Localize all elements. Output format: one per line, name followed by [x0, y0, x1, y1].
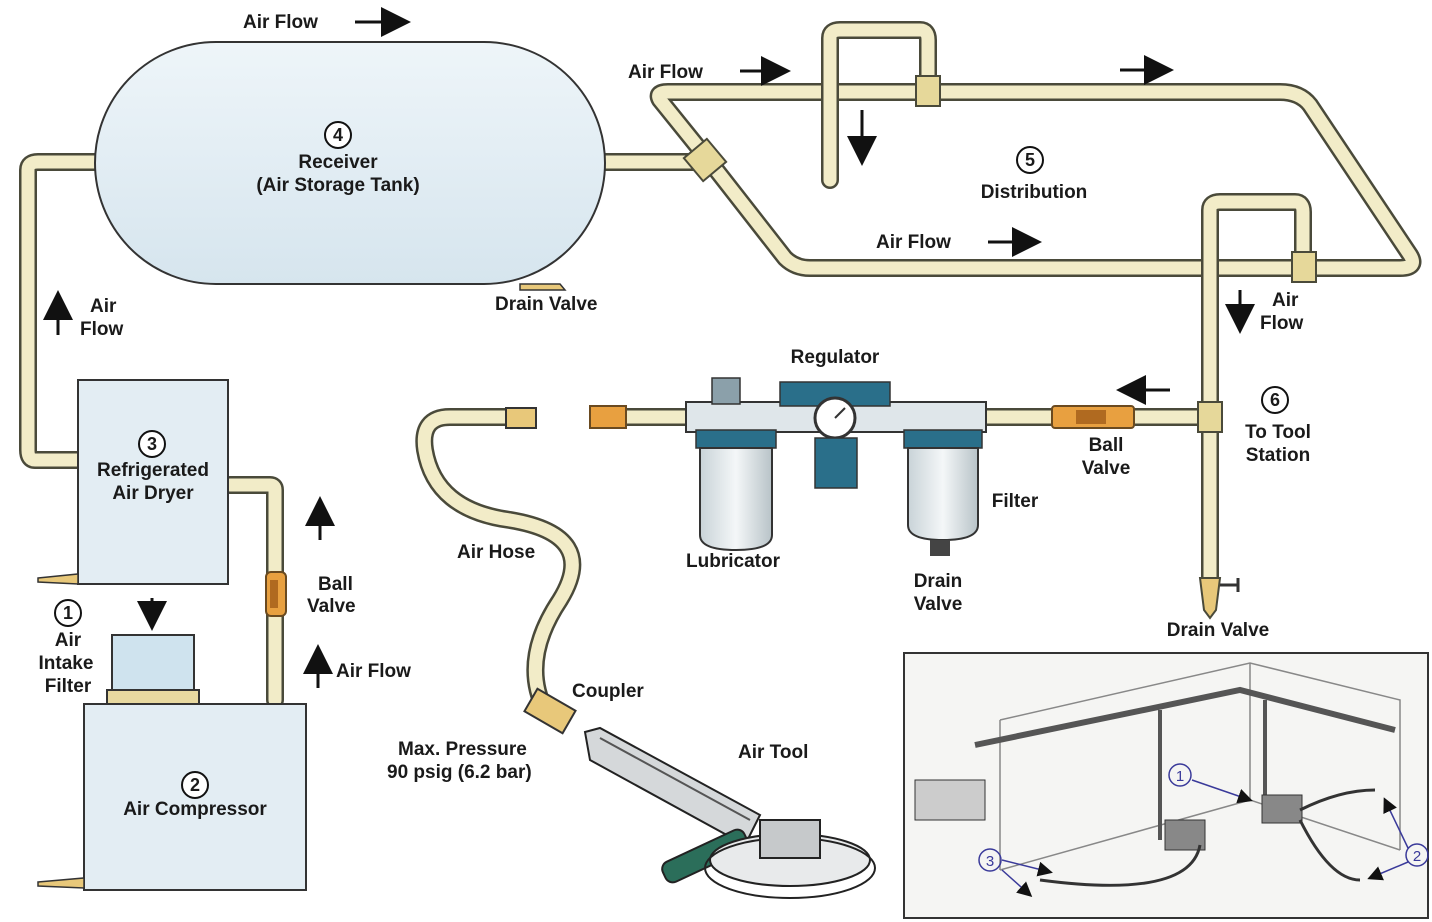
receiver-tank [94, 41, 606, 291]
air-flow-label-top: Air Flow [243, 12, 318, 33]
air-flow-label-left-1: Air [90, 296, 117, 317]
number-circles [54, 121, 1289, 799]
air-flow-label-right-1: Air [1272, 290, 1299, 311]
intake-filter-label-1: Air [55, 630, 82, 651]
ball-valve-right-label-2: Valve [1082, 458, 1131, 479]
air-flow-label-right-2: Flow [1260, 313, 1303, 334]
air-flow-label-left-2: Flow [80, 319, 123, 340]
regulator-label: Regulator [791, 347, 880, 368]
distribution-number: 5 [1025, 150, 1035, 170]
frl-drain-valve-label-1: Drain [914, 571, 963, 592]
inset-label-1: 1 [1176, 768, 1184, 785]
max-pressure-label-1: Max. Pressure [398, 739, 527, 760]
max-pressure-label-2: 90 psig (6.2 bar) [387, 762, 532, 783]
inset-label-2: 2 [1413, 848, 1421, 865]
drain-valve-receiver-label: Drain Valve [495, 294, 597, 315]
air-compressor [37, 703, 307, 891]
tool-station-label-2: Station [1246, 445, 1310, 466]
compressor-label: Air Compressor [123, 799, 267, 820]
ball-valve-left-icon [265, 571, 287, 617]
air-intake-filter [106, 634, 200, 711]
intake-filter-label-2: Intake [39, 653, 94, 674]
tool-station-label-1: To Tool [1245, 422, 1311, 443]
inset-label-3: 3 [986, 853, 994, 870]
coupler-label: Coupler [572, 681, 644, 702]
intake-filter-number: 1 [63, 603, 73, 623]
intake-filter-label-3: Filter [45, 676, 92, 697]
drain-valve-right-icon [1198, 577, 1240, 620]
flow-arrows [43, 7, 1255, 688]
distribution-label: Distribution [981, 182, 1088, 203]
frl-unit [589, 377, 987, 556]
ball-valve-left-label-2: Valve [307, 596, 356, 617]
air-flow-label-distribution: Air Flow [628, 62, 703, 83]
drain-valve-receiver-icon [519, 283, 567, 291]
air-tool-icon [583, 726, 876, 899]
dryer-label-2: Air Dryer [112, 483, 194, 504]
tool-station-number: 6 [1270, 390, 1280, 410]
air-dryer [37, 379, 229, 585]
air-hose [415, 407, 582, 735]
drain-valve-right-label: Drain Valve [1167, 620, 1269, 641]
receiver-subtitle: (Air Storage Tank) [256, 175, 419, 196]
dryer-number: 3 [147, 434, 157, 454]
receiver-title: Receiver [298, 152, 378, 173]
coupler-icon [523, 687, 577, 735]
ball-valve-right-label-1: Ball [1089, 435, 1124, 456]
ball-valve-left-label-1: Ball [318, 574, 353, 595]
air-tool-label: Air Tool [738, 742, 808, 763]
frl-filter-label: Filter [992, 491, 1039, 512]
frl-drain-valve-label-2: Valve [914, 594, 963, 615]
air-flow-label-lower: Air Flow [876, 232, 951, 253]
receiver-number: 4 [333, 125, 343, 145]
air-flow-label-compressor: Air Flow [336, 661, 411, 682]
air-hose-label: Air Hose [457, 542, 535, 563]
ball-valve-right-icon [1051, 405, 1135, 429]
labels: Air Flow Air Flow Air Flow Air Flow Air … [39, 12, 1311, 820]
compressor-number: 2 [190, 775, 200, 795]
lubricator-label: Lubricator [686, 551, 781, 572]
dryer-label-1: Refrigerated [97, 460, 209, 481]
inset-illustration: 1 2 3 [903, 652, 1429, 919]
